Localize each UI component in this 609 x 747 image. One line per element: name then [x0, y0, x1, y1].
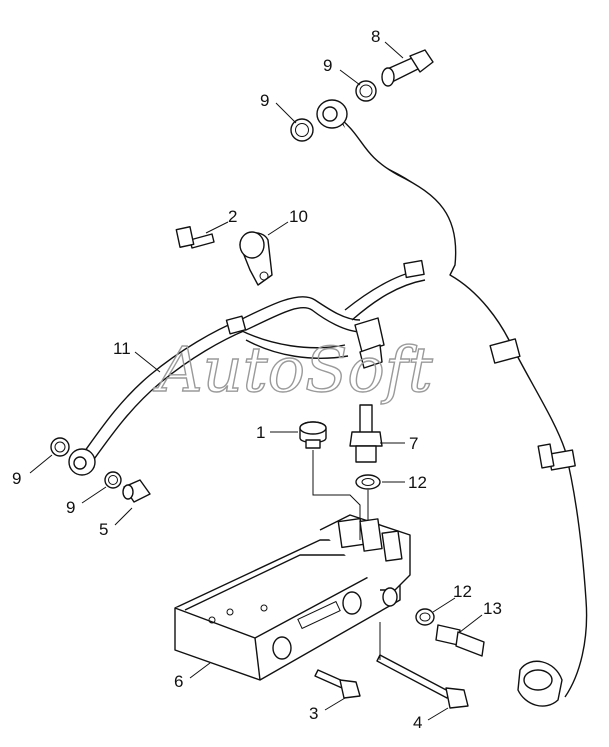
pipe-11: [81, 259, 426, 463]
bolt-3: [314, 669, 361, 699]
callouts: 8 9 9 2 10 11 1 7 9 12 9 5 12 13 6 3 4: [12, 27, 502, 732]
watermark: AutoSoft: [153, 333, 433, 406]
housing-6: [174, 514, 411, 681]
callout-8: 8: [371, 27, 380, 46]
callout-12-center: 12: [408, 473, 427, 492]
callout-2: 2: [228, 207, 237, 226]
leader-lines: [29, 41, 483, 721]
bolt-5: [122, 479, 151, 503]
washer-9-lower-left: [50, 437, 70, 457]
callout-13: 13: [483, 599, 502, 618]
washer-9-top-left: [290, 118, 314, 142]
callout-11: 11: [113, 339, 131, 358]
washer-9-top-right: [355, 80, 377, 102]
callout-6: 6: [174, 672, 183, 691]
washer-12-lower: [415, 608, 435, 626]
union-7: [349, 404, 383, 463]
callout-9-top-right: 9: [323, 56, 332, 75]
callout-10: 10: [289, 207, 308, 226]
callout-9-lower-left: 9: [12, 469, 21, 488]
callout-7: 7: [409, 434, 418, 453]
pipe-junction-fitting: [354, 317, 385, 369]
callout-12-lower: 12: [453, 582, 472, 601]
callout-1: 1: [256, 423, 265, 442]
pipe-upper: [329, 111, 588, 698]
plug-1: [299, 421, 327, 449]
washer-9-lower-right: [104, 471, 122, 489]
banjo-fitting-left: [68, 448, 96, 476]
bolt-4: [376, 654, 469, 709]
banjo-fitting-top: [316, 99, 348, 129]
hose-end-connector: [517, 660, 563, 707]
pipe-clips: [489, 338, 576, 471]
union-13: [435, 624, 485, 657]
callout-9-lower-right: 9: [66, 498, 75, 517]
callout-9-top-left: 9: [260, 91, 269, 110]
bolt-2: [175, 226, 215, 249]
callout-5: 5: [99, 520, 108, 539]
callout-4: 4: [413, 713, 422, 732]
banjo-bolt-8: [381, 49, 434, 87]
callout-3: 3: [309, 704, 318, 723]
washer-12-center: [355, 474, 381, 490]
clamp-10: [239, 231, 273, 286]
